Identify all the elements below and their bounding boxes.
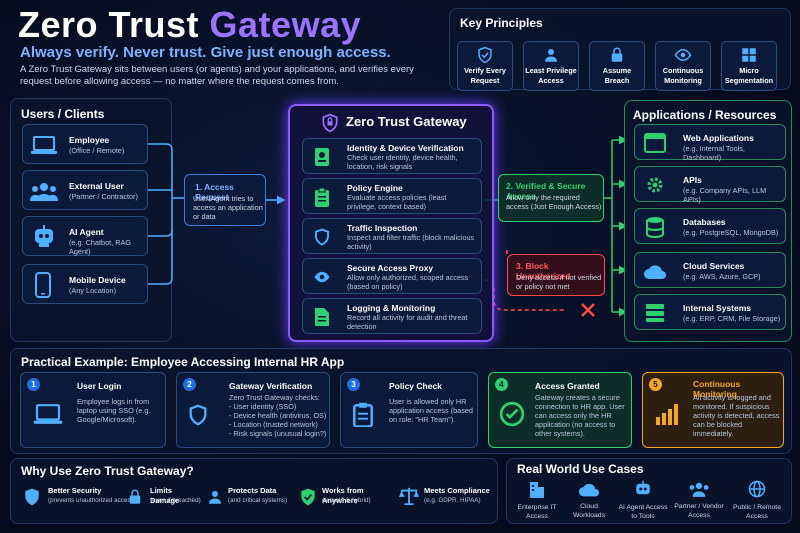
access-request-box: 1. Access Request User/Agent tries to ac… [184, 174, 266, 226]
clipboard-icon [315, 187, 329, 207]
example-step-1: 1 User Login Employee logs in from lapto… [20, 372, 166, 448]
use-case-cloud: Cloud Workloads [564, 472, 614, 522]
block-x-icon [581, 303, 595, 317]
why-protects-data: Protects Data (and critical systems) [206, 480, 294, 514]
principle-assume-breach: Assume Breach [589, 41, 645, 91]
verified-access-box: 2. Verified & Secure Access Allow only t… [498, 174, 604, 222]
use-case-enterprise: Enterprise IT Access [512, 472, 562, 522]
shield-icon [315, 228, 329, 246]
example-step-5: 5 Continuous Monitoring All activity is … [642, 372, 784, 448]
user-employee: Employee (Office / Remote) [22, 124, 148, 164]
why-security: Better Security (prevents unauthorized a… [22, 480, 136, 514]
block-unauthorized-box: 3. Block Unauthorized Deny access if not… [507, 254, 605, 296]
key-principles-panel: Key Principles Verify Every Request Leas… [449, 8, 791, 91]
app-web: Web Applications (e.g. Internal Tools, D… [634, 124, 786, 162]
eye-icon [314, 271, 330, 283]
person-icon [545, 49, 557, 62]
shield-icon [189, 404, 207, 426]
database-icon [646, 217, 664, 238]
principle-verify: Verify Every Request [457, 41, 513, 91]
why-compliance: Meets Compliance (e.g. GDPR, HIPAA) [398, 480, 492, 514]
gw-identity: Identity & Device Verification Check use… [302, 138, 482, 174]
lock-icon [129, 489, 141, 504]
check-circle-icon [499, 401, 525, 427]
eye-icon [674, 48, 692, 62]
robot-icon [636, 480, 650, 495]
laptop-icon [31, 136, 57, 154]
example-title: Practical Example: Employee Accessing In… [21, 355, 345, 369]
scales-icon [399, 487, 419, 506]
page-subtitle: Always verify. Never trust. Give just en… [20, 44, 391, 61]
principle-monitoring: Continuous Monitoring [655, 41, 711, 91]
app-cloud: Cloud Services (e.g. AWS, Azure, GCP) [634, 252, 786, 288]
server-icon [646, 304, 664, 322]
use-cases-panel: Real World Use Cases [506, 458, 792, 524]
cloud-icon [644, 265, 666, 279]
why-title: Why Use Zero Trust Gateway? [21, 464, 194, 478]
gear-icon [647, 177, 663, 193]
shield-icon [25, 488, 39, 506]
lock-icon [611, 47, 623, 62]
example-step-4: 4 Access Granted Gateway creates a secur… [488, 372, 632, 448]
apps-title: Applications / Resources [633, 108, 777, 122]
browser-icon [644, 133, 666, 153]
why-panel: Why Use Zero Trust Gateway? [10, 458, 498, 524]
user-mobile: Mobile Device (Any Location) [22, 264, 148, 304]
user-ai-agent: AI Agent (e.g. Chatbot, RAG Agent) [22, 216, 148, 256]
intro-text: A Zero Trust Gateway sits between users … [20, 64, 414, 87]
why-anywhere: Works from Anywhere (remote & hybrid) [298, 480, 394, 514]
group-icon [689, 482, 709, 497]
laptop-icon [33, 404, 63, 424]
person-icon [209, 491, 221, 504]
gw-proxy: Secure Access Proxy Allow only authorize… [302, 258, 482, 294]
phone-icon [35, 272, 51, 298]
use-case-ai-agent: AI Agent Access to Tools [618, 472, 668, 522]
users-title: Users / Clients [21, 107, 105, 121]
example-step-3: 3 Policy Check User is allowed only HR a… [340, 372, 478, 448]
gw-policy: Policy Engine Evaluate access policies (… [302, 178, 482, 214]
principle-segmentation: Micro Segmentation [721, 41, 777, 91]
gw-traffic: Traffic Inspection Inspect and filter tr… [302, 218, 482, 254]
use-cases-title: Real World Use Cases [517, 462, 644, 476]
app-databases: Databases (e.g. PostgreSQL, MongoDB) [634, 208, 786, 244]
principle-least-privilege: Least Privilege Access [523, 41, 579, 91]
document-icon [315, 308, 329, 326]
globe-icon [748, 480, 766, 498]
user-external: External User (Partner / Contractor) [22, 170, 148, 210]
why-limits-damage: Limits Damage (even if breached) [126, 480, 202, 514]
gw-logging: Logging & Monitoring Record all activity… [302, 298, 482, 334]
grid-icon [742, 48, 756, 62]
use-case-remote: Public / Remote Access [732, 472, 782, 522]
cloud-icon [578, 483, 600, 497]
app-apis: APIs (e.g. Company APIs, LLM APIs) [634, 166, 786, 204]
robot-icon [35, 225, 53, 247]
shield-check-icon [478, 46, 492, 64]
use-case-partner: Partner / Vendor Access [674, 472, 724, 522]
id-card-icon [315, 148, 329, 166]
gateway-shield-icon [322, 113, 338, 133]
building-icon [530, 482, 544, 498]
page-title: Zero Trust Gateway [18, 4, 362, 45]
clipboard-icon [353, 402, 373, 427]
bar-chart-icon [656, 404, 678, 425]
app-internal: Internal Systems (e.g. ERP, CRM, File St… [634, 294, 786, 330]
gateway-title: Zero Trust Gateway [346, 114, 467, 129]
example-step-2: 2 Gateway Verification Zero Trust Gatewa… [176, 372, 330, 448]
key-principles-title: Key Principles [460, 16, 543, 30]
shield-check-icon [301, 488, 315, 506]
group-icon [30, 183, 58, 201]
